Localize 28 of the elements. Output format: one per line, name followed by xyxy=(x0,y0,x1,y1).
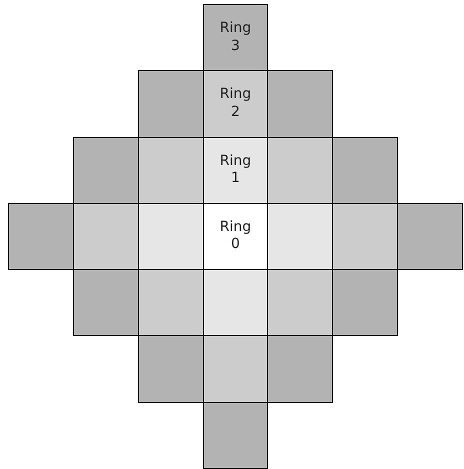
grid-cell xyxy=(72,269,139,336)
grid-cell xyxy=(138,70,204,138)
grid-cell xyxy=(202,269,268,336)
ring-label: Ring 0 xyxy=(218,218,252,254)
grid-cell xyxy=(267,202,334,270)
grid-cell xyxy=(72,202,139,270)
grid-cell xyxy=(267,335,334,403)
grid-cell xyxy=(332,136,398,204)
grid-cell xyxy=(267,136,334,204)
grid-cell xyxy=(202,136,268,204)
ring-label: Ring 1 xyxy=(218,152,252,188)
grid-cell xyxy=(138,269,204,336)
grid-cell xyxy=(138,335,204,403)
grid-cell xyxy=(202,4,268,72)
grid-cell xyxy=(202,70,268,138)
grid-cell xyxy=(8,202,74,270)
grid-cell xyxy=(397,202,463,270)
grid-cell xyxy=(138,202,204,270)
grid-cell xyxy=(202,335,268,403)
grid-cell xyxy=(332,202,398,270)
grid-cell xyxy=(202,402,268,469)
grid-cell xyxy=(72,136,139,204)
grid-cell xyxy=(138,136,204,204)
grid-cell xyxy=(332,269,398,336)
grid-cell xyxy=(267,70,334,138)
ring-label: Ring 2 xyxy=(218,86,252,122)
ring-label: Ring 3 xyxy=(218,20,252,56)
grid-cell xyxy=(267,269,334,336)
